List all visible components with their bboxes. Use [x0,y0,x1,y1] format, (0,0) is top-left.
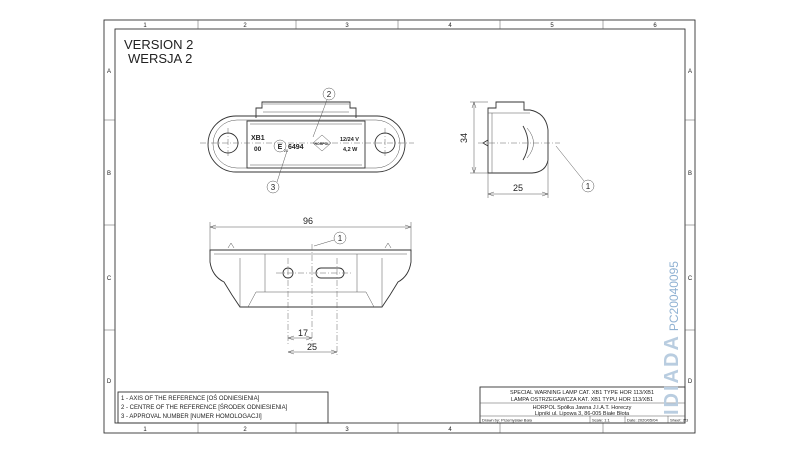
grid-col-3-bottom: 3 [345,427,349,433]
approval-symbol: E [278,144,283,151]
grid-ticks [104,20,695,433]
callout-3: 3 [271,183,276,192]
dim-depth: 25 [513,183,523,193]
legend-item-3: 3 - APPROVAL NUMBER [NUMER HOMOLOGACJI] [121,414,262,420]
bottom-view [209,222,412,355]
version-label-pl: WERSJA 2 [128,51,192,66]
title-pl: LAMPA OSTRZEGAWCZA KAT. XB1 TYPU HOR 113… [511,397,653,403]
approval-digit: 20 [284,148,289,153]
drawn-by: Drawn by: Przemysław Bala [482,418,533,423]
watermark-code: PC20040095 [667,261,681,332]
grid-col-5: 5 [550,23,554,29]
grid-col-1-bottom: 1 [143,427,147,433]
front-label-xb1: XB1 [251,135,265,142]
grid-col-1: 1 [143,23,147,29]
grid-col-6: 6 [653,23,657,29]
legend-item-2: 2 - CENTRE OF THE REFERENCE [ŚRODEK ODNI… [121,403,288,411]
dim-height: 34 [459,133,469,143]
title-block [479,386,686,424]
dim-width: 96 [303,216,313,226]
sheet-number: Sheet: 2/3 [670,418,689,423]
grid-row-a: A [107,69,111,75]
title-en: SPECIAL WARNING LAMP CAT. XB1 TYPE HOR 1… [510,390,654,396]
grid-col-4-bottom: 4 [448,427,452,433]
watermark-brand: IDIADA [661,334,683,415]
grid-row-c: C [107,276,112,282]
date: Date: 2020/05/04 [627,418,658,423]
grid-row-c-right: C [688,276,693,282]
approval-number: 6494 [288,144,304,151]
grid-row-a-right: A [688,69,692,75]
scale: Scale: 1:1 [592,418,611,423]
callout-1-bottom: 1 [338,234,343,243]
sheet-outer-frame [103,19,696,434]
grid-col-2-bottom: 2 [243,427,247,433]
front-view [200,87,414,194]
grid-col-4: 4 [448,23,452,29]
version-label-en: VERSION 2 [124,37,193,52]
grid-row-d-right: D [688,379,693,385]
dim-17: 17 [298,328,308,338]
brand-mark: HORPOL [315,142,331,146]
legend-item-1: 1 - AXIS OF THE REFERENCE [OŚ ODNIESIENI… [121,394,260,402]
grid-row-b-right: B [688,171,692,177]
side-view [470,101,595,198]
legend-box [117,391,329,424]
grid-col-2: 2 [243,23,247,29]
grid-col-3: 3 [345,23,349,29]
grid-row-b: B [107,171,111,177]
company-name: HORPOL Spółka Jawna J.I.A.T. Horeczy [533,405,632,411]
callout-2: 2 [327,90,332,99]
front-label-00: 00 [254,146,262,153]
company-address: Lipniki ul. Lipowa 3, 86-005 Białe Błota [535,411,630,417]
voltage-label: 12/24 V [340,137,359,143]
power-label: 4,2 W [343,147,358,153]
dim-25: 25 [307,342,317,352]
sheet-inner-frame [114,28,686,424]
callout-1-side: 1 [586,182,591,191]
grid-row-d: D [107,379,112,385]
